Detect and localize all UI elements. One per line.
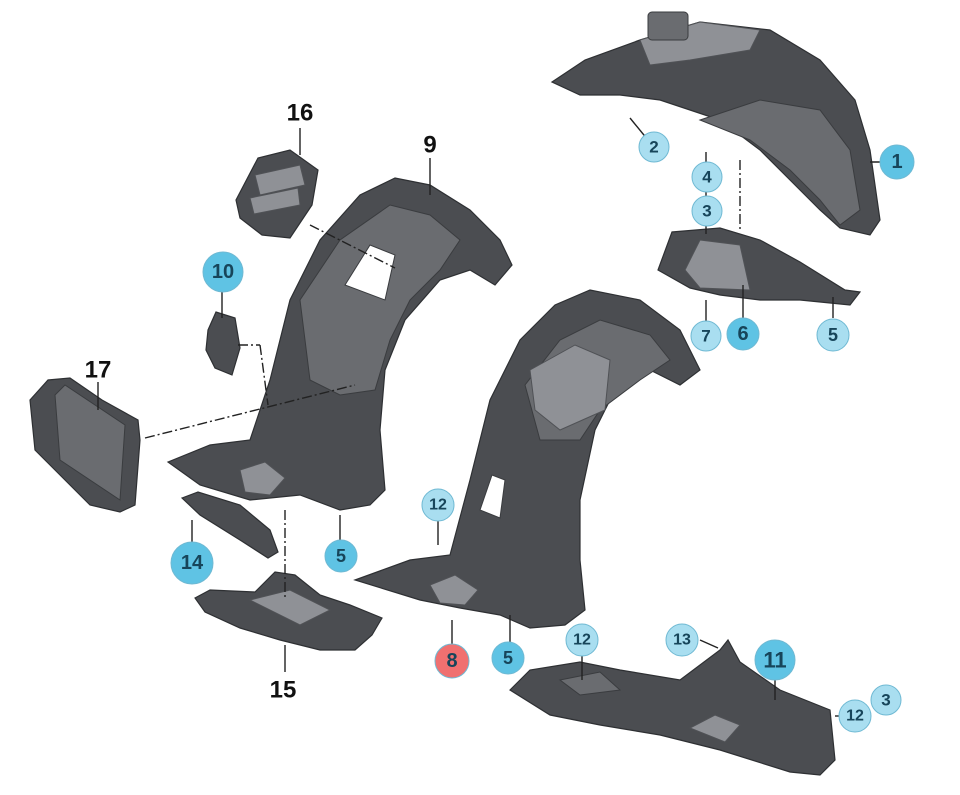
part-15-deflector [194, 571, 383, 651]
part-10-cover [205, 311, 241, 376]
callout-13: 13 [665, 623, 699, 657]
callout-bubble [434, 643, 470, 679]
callout-number: 6 [737, 323, 748, 345]
callout-bubble [202, 251, 244, 293]
callout-bubble [754, 639, 796, 681]
callout-number: 5 [828, 325, 838, 345]
callout-6: 6 [726, 317, 760, 351]
callout-bubble [170, 541, 214, 585]
callout-number: 7 [701, 327, 710, 346]
plain-labels: 9 15 16 17 [85, 100, 437, 704]
callout-3: 3 [691, 195, 723, 227]
callout-8: 8 [434, 643, 470, 679]
part-1-wheel-arch-liner [550, 11, 881, 236]
callout-number: 4 [702, 168, 712, 187]
callout-7: 7 [690, 320, 722, 352]
callout-number: 11 [763, 648, 786, 673]
callout-bubble [816, 318, 850, 352]
callout-bubble [421, 488, 455, 522]
callouts: 1 2 3 3 4 5 5 5 [170, 131, 915, 733]
callout-number: 3 [881, 691, 890, 710]
callout-14: 14 [170, 541, 214, 585]
callout-5: 5 [491, 641, 525, 675]
callout-number: 12 [429, 497, 447, 514]
callout-2: 2 [638, 131, 670, 163]
callout-bubble [691, 161, 723, 193]
callout-bubble [565, 623, 599, 657]
part-8-wheel-arch-liner [353, 289, 701, 629]
callout-number: 3 [702, 202, 711, 221]
label-17: 17 [85, 357, 112, 384]
callout-10: 10 [202, 251, 244, 293]
callout-number: 10 [212, 261, 234, 283]
callout-bubble [638, 131, 670, 163]
callout-number: 2 [649, 138, 658, 157]
part-9-wheel-arch-liner [166, 177, 513, 511]
callout-bubble [726, 317, 760, 351]
part-6-bracket [657, 227, 862, 306]
callout-12: 12 [421, 488, 455, 522]
part-14-strip [180, 491, 279, 559]
callout-12: 12 [565, 623, 599, 657]
callout-5: 5 [816, 318, 850, 352]
label-15: 15 [270, 677, 297, 704]
part-11-shield [509, 638, 836, 776]
callout-bubble [665, 623, 699, 657]
callout-number: 13 [673, 632, 691, 649]
part-16-vent-grille [235, 149, 319, 239]
callout-11: 11 [754, 639, 796, 681]
callout-number: 14 [181, 552, 204, 574]
callout-4: 4 [691, 161, 723, 193]
callout-number: 12 [846, 708, 864, 725]
callout-number: 8 [446, 650, 457, 672]
callout-bubble [690, 320, 722, 352]
callout-bubble [838, 699, 872, 733]
callout-number: 1 [891, 151, 902, 173]
callout-number: 12 [573, 632, 591, 649]
part-17-side-panel [29, 377, 141, 513]
callout-number: 5 [336, 546, 346, 566]
callout-5: 5 [324, 539, 358, 573]
label-16: 16 [287, 100, 314, 127]
label-9: 9 [423, 132, 436, 159]
callout-bubble [324, 539, 358, 573]
callout-number: 5 [503, 648, 513, 668]
callout-bubble [491, 641, 525, 675]
callout-bubble [879, 144, 915, 180]
callout-bubble [870, 684, 902, 716]
callout-1: 1 [879, 144, 915, 180]
callout-12: 12 [838, 699, 872, 733]
callout-3: 3 [870, 684, 902, 716]
callout-bubble [691, 195, 723, 227]
